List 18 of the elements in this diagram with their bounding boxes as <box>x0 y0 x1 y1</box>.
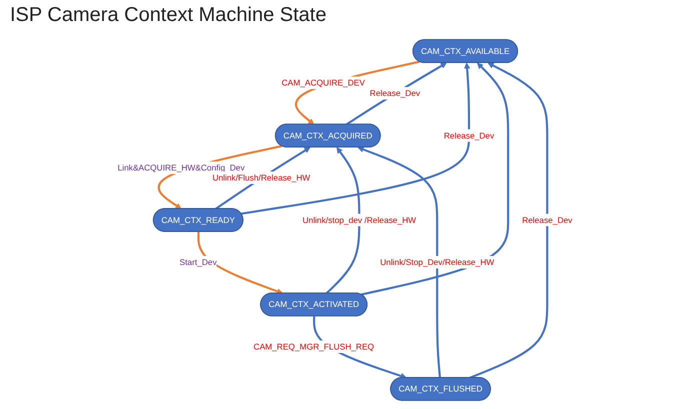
arrow <box>470 62 548 379</box>
edge-label: CAM_ACQUIRE_DEV <box>282 78 365 88</box>
arrow <box>326 147 360 294</box>
edge-label: Unlink/Stop_Dev/Release_HW <box>380 257 494 268</box>
arrow <box>197 232 283 294</box>
edge-label: Release_Dev <box>444 130 494 140</box>
edge-label: CAM_REQ_MGR_FLUSH_REQ <box>254 342 374 352</box>
arrow <box>346 62 447 126</box>
arrow <box>358 146 442 378</box>
diagram-title: ISP Camera Context Machine State <box>10 4 326 27</box>
edge-label: Link&ACQUIRE_HW&Config_Dev <box>118 162 245 173</box>
arrow <box>361 62 510 296</box>
edge-label: Release_Dev <box>370 88 420 98</box>
edge-label: Start_Dev <box>180 257 217 268</box>
edge-label: Unlink/Flush/Release_HW <box>212 172 310 183</box>
arrow <box>241 62 470 215</box>
edge-label: Unlink/stop_dev /Release_HW <box>302 215 416 225</box>
edge-label: Release_Dev <box>522 215 572 225</box>
